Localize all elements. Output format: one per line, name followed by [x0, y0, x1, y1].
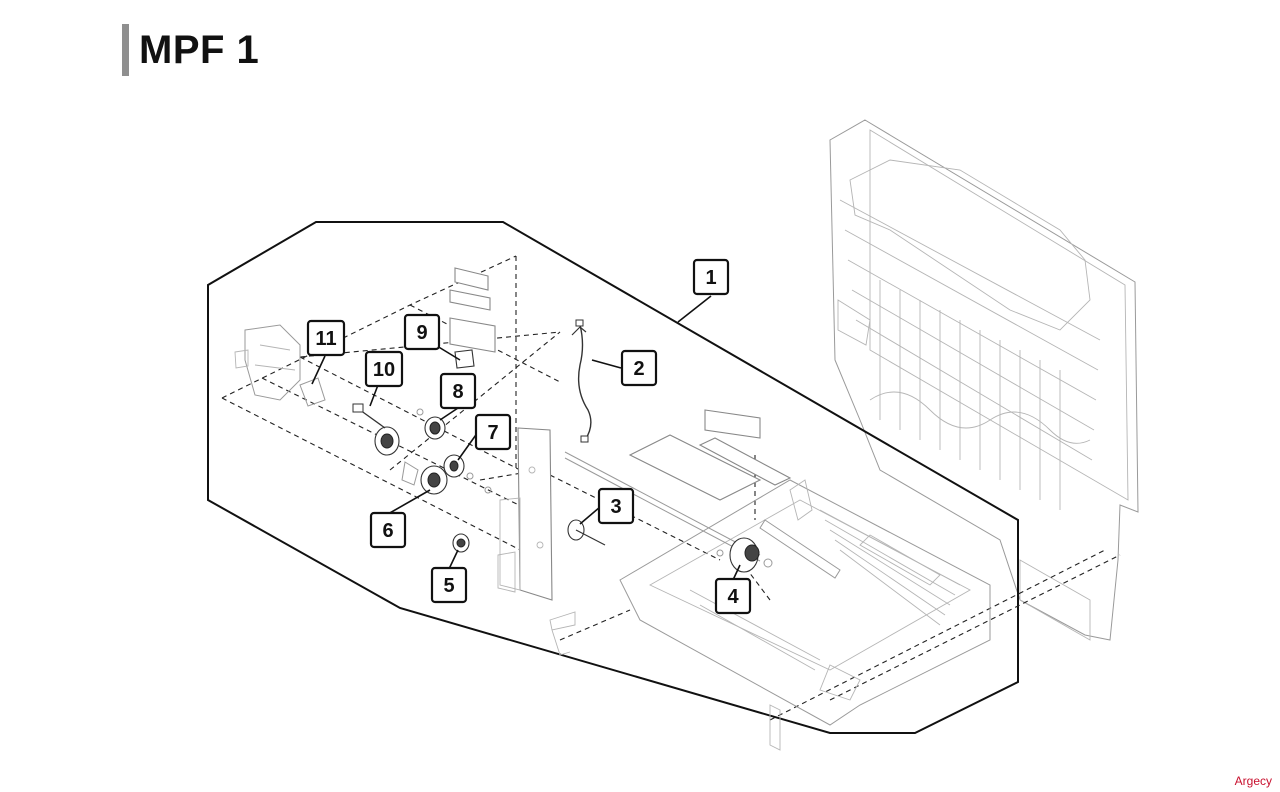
callout-2: 2: [620, 349, 658, 387]
mpf-tray-illustration: [549, 409, 991, 751]
callout-7-label: 7: [487, 422, 498, 444]
watermark-text: Argecy: [1234, 774, 1272, 788]
callout-1-label: 1: [705, 267, 716, 289]
assembly-guide-lines: [221, 255, 1121, 721]
callout-11-label: 11: [315, 328, 336, 350]
callout-2-label: 2: [633, 358, 644, 380]
callout-3: 3: [597, 487, 635, 525]
callout-6-label: 6: [382, 520, 393, 542]
callout-5: 5: [430, 566, 468, 604]
assembly-outline: [207, 221, 1019, 734]
side-frame-plate: [497, 427, 553, 601]
callout-3-label: 3: [610, 496, 621, 518]
callout-8-label: 8: [452, 381, 463, 403]
callout-9-label: 9: [416, 322, 427, 344]
callout-7: 7: [474, 413, 512, 451]
callout-4-label: 4: [727, 586, 739, 608]
callout-11: 11: [306, 319, 346, 357]
callout-8: 8: [439, 372, 477, 410]
wire-harness-illustration: [571, 319, 592, 443]
leader-lines: [311, 295, 741, 581]
callout-1: 1: [692, 258, 730, 296]
callout-10: 10: [364, 350, 404, 388]
printer-frame-illustration: [829, 119, 1139, 641]
page-title: MPF 1: [139, 27, 260, 72]
callout-6: 6: [369, 511, 407, 549]
callout-10-label: 10: [373, 359, 395, 381]
callout-4: 4: [714, 577, 752, 615]
callout-5-label: 5: [443, 575, 454, 597]
title-accent-bar: [122, 24, 129, 76]
gears-illustration: [352, 403, 773, 573]
page-title-block: MPF 1: [122, 24, 259, 76]
sensor-bracket-illustration: [234, 267, 496, 407]
callout-9: 9: [403, 313, 441, 351]
